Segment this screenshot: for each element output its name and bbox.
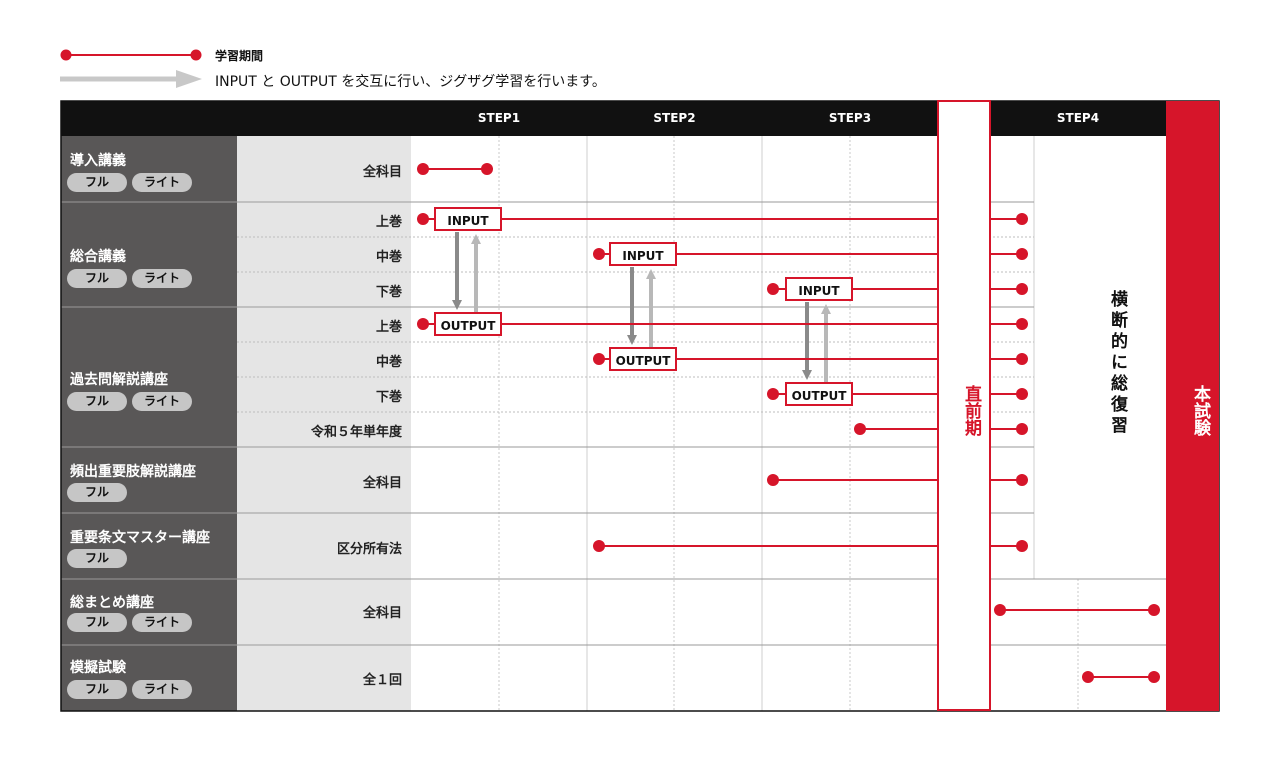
row-label: 上巻 xyxy=(375,215,402,230)
grid-step-separators xyxy=(586,136,1035,711)
grid-dashed-verticals xyxy=(498,136,1079,711)
chokuzen-label: 直前期 xyxy=(961,384,981,436)
legend-period-dot-start xyxy=(60,49,72,61)
course-title: 総合講義 xyxy=(70,249,126,265)
tag-full: フル xyxy=(67,483,127,502)
row-label: 中巻 xyxy=(375,250,402,265)
row-label: 全科目 xyxy=(362,165,402,180)
tag-full: フル xyxy=(67,173,127,192)
step2-header: STEP2 xyxy=(653,111,696,125)
row-label: 全科目 xyxy=(362,476,402,491)
tag-lite: ライト xyxy=(132,269,192,288)
tag-lite: ライト xyxy=(132,173,192,192)
legend-zigzag-arrow-head xyxy=(176,70,202,88)
tag-full: フル xyxy=(67,392,127,411)
row-label: 全科目 xyxy=(362,606,402,621)
header-bar xyxy=(61,101,1219,136)
course-title: 過去問解説講座 xyxy=(70,372,168,388)
legend-period-label: 学習期間 xyxy=(215,49,264,63)
row-label: 上巻 xyxy=(375,320,402,335)
input-box-step3: INPUT xyxy=(785,277,853,301)
course-title: 総まとめ講座 xyxy=(70,595,154,611)
tag-lite: ライト xyxy=(132,680,192,699)
grid-row-dividers xyxy=(237,236,1034,413)
input-box-step1: INPUT xyxy=(434,207,502,231)
grid-course-dividers xyxy=(61,201,1166,646)
output-box-step3: OUTPUT xyxy=(785,382,853,406)
row-label: 下巻 xyxy=(375,285,402,300)
step1-header: STEP1 xyxy=(477,111,521,125)
review-label: 横断的に総復習 xyxy=(1107,289,1127,437)
output-box-step2: OUTPUT xyxy=(609,347,677,371)
step4-header: STEP4 xyxy=(1056,111,1100,125)
honshiken-label: 本試験 xyxy=(1190,384,1210,436)
tag-full: フル xyxy=(67,549,127,568)
honshiken-column xyxy=(1166,101,1219,711)
output-box-step1: OUTPUT xyxy=(434,312,502,336)
row-label: 下巻 xyxy=(375,390,402,405)
step3-header: STEP3 xyxy=(828,111,872,125)
row-label: 令和５年単年度 xyxy=(310,425,402,440)
legend-period-dot-end xyxy=(190,49,202,61)
tag-lite: ライト xyxy=(132,392,192,411)
row-label: 全１回 xyxy=(362,673,402,688)
course-title: 模擬試験 xyxy=(70,660,126,676)
row-label: 中巻 xyxy=(375,355,402,370)
zigzag-arrows xyxy=(452,232,831,383)
period-dots xyxy=(417,163,1160,683)
tag-full: フル xyxy=(67,680,127,699)
course-title: 頻出重要肢解説講座 xyxy=(70,464,196,480)
chokuzen-column xyxy=(937,100,991,711)
row-label-column xyxy=(237,136,411,711)
legend-zigzag-label: INPUT と OUTPUT を交互に行い、ジグザグ学習を行います。 xyxy=(215,74,606,90)
row-label: 区分所有法 xyxy=(336,542,402,557)
tag-full: フル xyxy=(67,269,127,288)
legend-graphics xyxy=(60,49,202,88)
tag-full: フル xyxy=(67,613,127,632)
input-box-step2: INPUT xyxy=(609,242,677,266)
tag-lite: ライト xyxy=(132,613,192,632)
period-lines xyxy=(423,168,1154,678)
course-title: 重要条文マスター講座 xyxy=(70,530,210,546)
course-title: 導入講義 xyxy=(70,153,126,169)
